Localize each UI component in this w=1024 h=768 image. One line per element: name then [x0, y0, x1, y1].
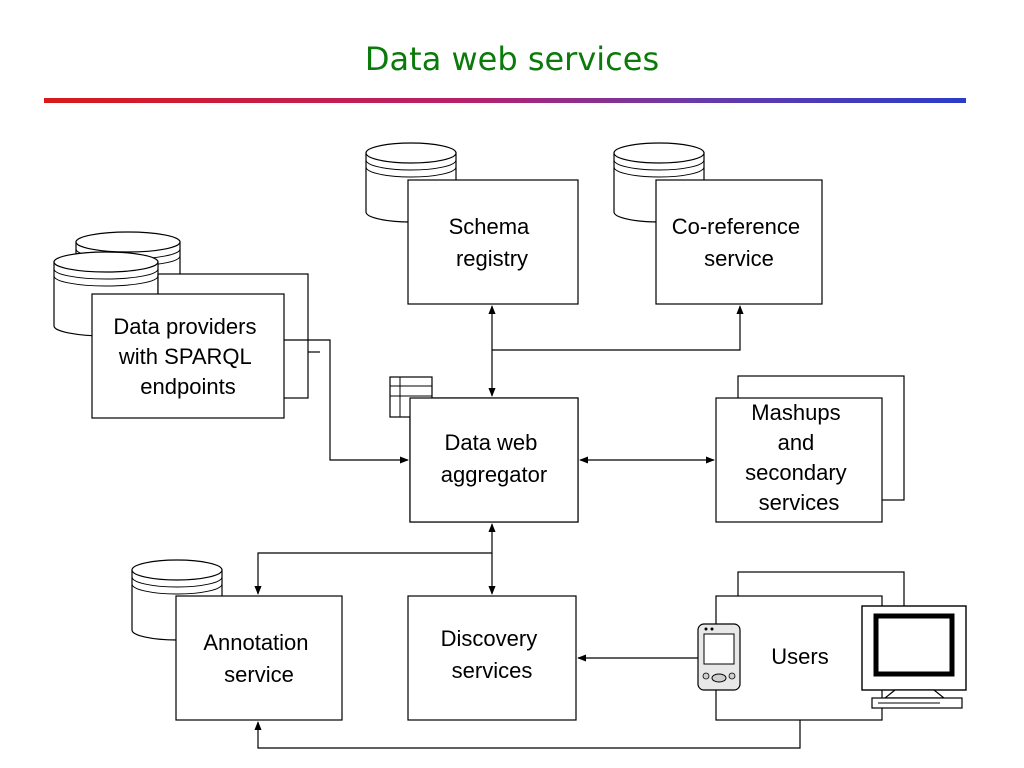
connector-annotation [254, 552, 492, 595]
users-label: Users [771, 644, 828, 669]
annotation-service-label: Annotation service [203, 630, 314, 687]
discovery-services-box [407, 595, 577, 721]
connector-users-annotation [254, 720, 801, 749]
discovery-services-label: Discovery services [441, 626, 544, 683]
mashups-box [715, 397, 883, 523]
users-box [715, 595, 883, 721]
aggregator-box-front [409, 397, 579, 523]
title-rule [44, 98, 966, 103]
connector-coreference [492, 305, 744, 351]
slide-title: Data web services [364, 40, 660, 78]
data-providers-label: Data providers with SPARQL endpoints [113, 314, 262, 399]
desktop-computer-icon [861, 605, 967, 709]
connector-providers-aggregator [284, 339, 409, 464]
coreference-service-label: Co-reference service [672, 214, 807, 271]
annotation-service-box [175, 595, 343, 721]
schema-registry-box [407, 179, 579, 305]
pda-icon [697, 623, 741, 691]
schema-registry-label: Schema registry [449, 214, 536, 271]
data-providers-box [91, 293, 285, 419]
aggregator-label: Data web aggregator [441, 430, 547, 487]
coreference-service-box [655, 179, 823, 305]
mashups-label: Mashups and secondary services [745, 400, 853, 515]
